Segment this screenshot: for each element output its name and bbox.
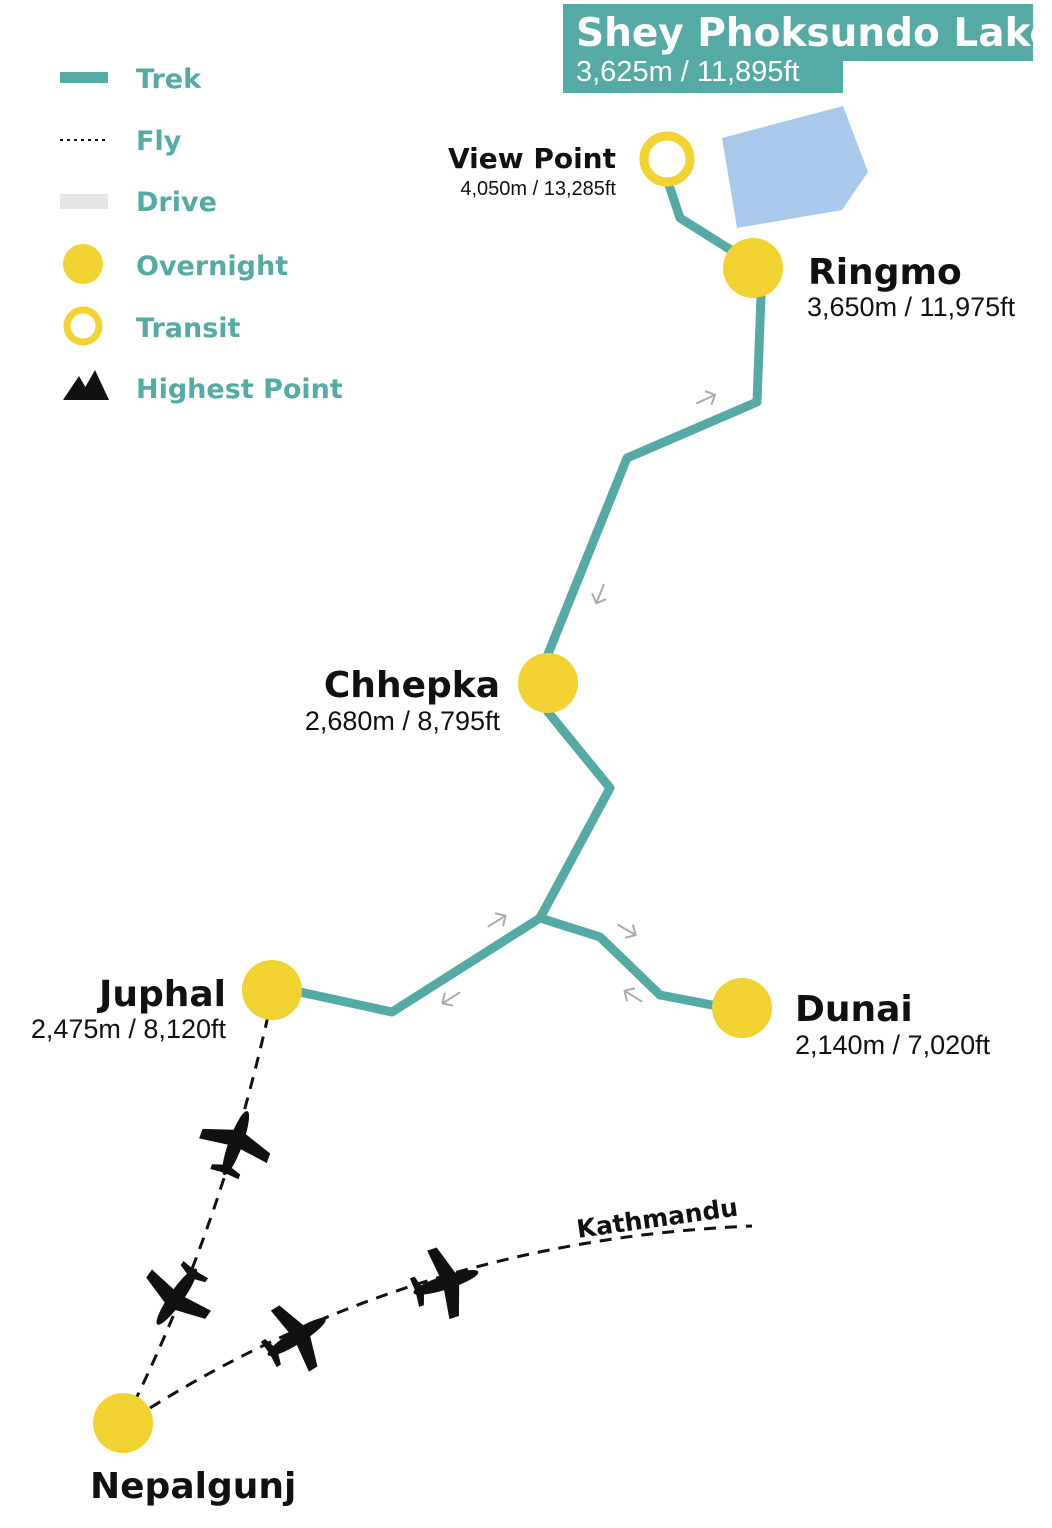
flight-routes: Kathmandu — [126, 1015, 753, 1416]
transit-ring-icon — [63, 306, 103, 346]
trek-line-icon — [60, 72, 108, 83]
mountain-icon — [63, 370, 109, 400]
arrow-icon — [619, 983, 647, 1009]
arrow-icon — [588, 581, 612, 607]
dunai-name: Dunai — [795, 989, 913, 1030]
juphal-marker[interactable] — [242, 960, 302, 1020]
airplane-icon — [190, 1098, 282, 1188]
legend-label-overnight: Overnight — [136, 251, 288, 282]
legend: Trek Fly Drive Overnight Transit Highest… — [60, 64, 343, 405]
view-point-elevation: 4,050m / 13,285ft — [460, 178, 616, 200]
juphal-name: Juphal — [96, 974, 226, 1015]
chhepka-name: Chhepka — [324, 665, 500, 706]
legend-label-highest-point: Highest Point — [136, 374, 343, 405]
legend-item-overnight: Overnight — [63, 244, 288, 284]
trek-segment-viewpoint-ringmo — [663, 177, 755, 267]
arrow-icon — [613, 917, 641, 943]
ringmo-name: Ringmo — [808, 252, 962, 293]
drive-line-icon — [60, 194, 108, 209]
view-point-name: View Point — [448, 142, 616, 175]
view-point-marker[interactable] — [639, 131, 695, 187]
chhepka-marker[interactable] — [518, 653, 578, 713]
legend-item-drive: Drive — [60, 187, 217, 218]
nepalgunj-name: Nepalgunj — [90, 1466, 296, 1507]
dunai-elevation: 2,140m / 7,020ft — [795, 1030, 991, 1060]
legend-label-drive: Drive — [136, 187, 217, 218]
ringmo-elevation: 3,650m / 11,975ft — [807, 292, 1016, 322]
legend-item-transit: Transit — [63, 306, 241, 346]
title-box-main — [563, 4, 1033, 61]
ringmo-marker[interactable] — [723, 238, 783, 298]
flight-destination-label: Kathmandu — [575, 1193, 740, 1244]
juphal-elevation: 2,475m / 8,120ft — [31, 1014, 227, 1044]
lake-elevation: 3,625m / 11,895ft — [576, 56, 800, 88]
trek-segment-ringmo-chhepka — [543, 291, 766, 659]
arrow-icon — [692, 387, 720, 411]
trek-route — [295, 177, 766, 1017]
overnight-dot-icon — [63, 244, 103, 284]
arrow-icon — [483, 908, 511, 934]
legend-item-trek: Trek — [60, 64, 202, 95]
arrow-icon — [437, 985, 465, 1011]
place-labels: View Point 4,050m / 13,285ft Ringmo 3,65… — [31, 142, 1016, 1507]
flight-route-nepalgunj-kathmandu — [149, 1224, 753, 1410]
lake-title-banner: Shey Phoksundo Lake 3,625m / 11,895ft — [563, 4, 1052, 93]
trek-segment-junction-dunai — [535, 913, 717, 1010]
trek-segment-junction-juphal — [295, 913, 545, 1017]
legend-label-fly: Fly — [136, 126, 182, 157]
flight-route-juphal-nepalgunj — [126, 1015, 270, 1416]
airplane-icon — [248, 1288, 345, 1386]
legend-item-fly: Fly — [60, 126, 182, 157]
legend-item-highest-point: Highest Point — [63, 370, 343, 405]
stops — [93, 131, 783, 1453]
lake-shape — [722, 106, 868, 228]
trek-segment-chhepka-junction — [535, 707, 615, 923]
legend-label-transit: Transit — [136, 313, 241, 344]
title-box-sub — [563, 55, 843, 93]
nepalgunj-marker[interactable] — [93, 1393, 153, 1453]
airplane-icon — [127, 1248, 226, 1346]
chhepka-elevation: 2,680m / 8,795ft — [305, 706, 501, 736]
dunai-marker[interactable] — [712, 978, 772, 1038]
legend-label-trek: Trek — [136, 64, 202, 95]
lake-name: Shey Phoksundo Lake — [576, 11, 1052, 56]
airplane-icon — [402, 1237, 490, 1328]
